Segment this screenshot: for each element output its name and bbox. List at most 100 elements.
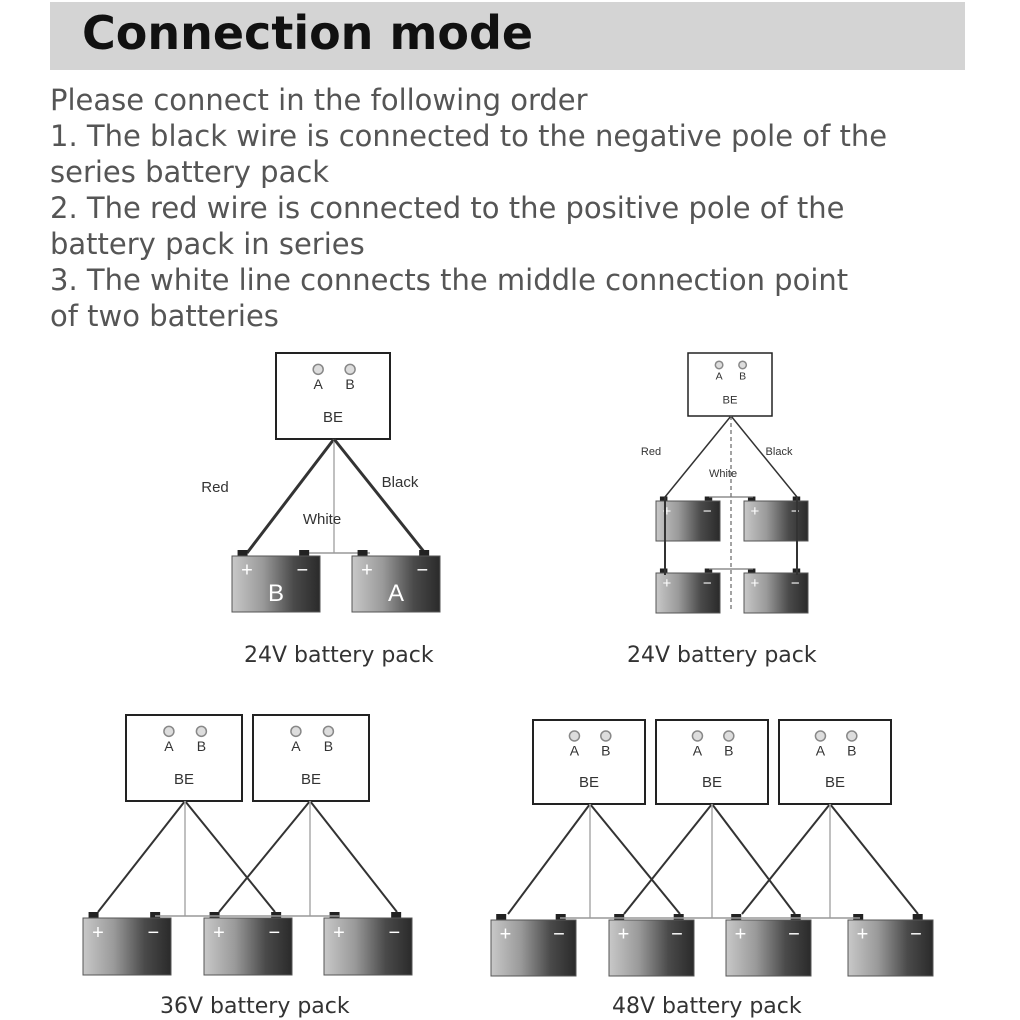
battery-plus-sign: + bbox=[750, 503, 759, 520]
battery-terminal-negative bbox=[790, 914, 801, 920]
terminal-led-b bbox=[723, 730, 735, 742]
battery-terminal-positive bbox=[209, 912, 220, 918]
wire-label-red: Red bbox=[201, 479, 229, 496]
black-wire bbox=[332, 438, 427, 554]
terminal-led-a bbox=[163, 725, 175, 738]
be-board bbox=[125, 714, 243, 802]
battery-minus-sign: − bbox=[703, 575, 712, 592]
battery-body bbox=[743, 572, 809, 614]
board-label: BE bbox=[702, 774, 722, 791]
battery-body bbox=[231, 555, 321, 613]
battery-terminal-positive bbox=[853, 914, 864, 920]
terminal-b-label: B bbox=[601, 742, 610, 758]
battery-terminal-negative bbox=[704, 568, 713, 573]
caption-24v-single: 24V battery pack bbox=[244, 643, 434, 668]
battery-minus-sign: − bbox=[148, 922, 160, 944]
terminal-b-label: B bbox=[847, 742, 856, 758]
battery-plus-sign: + bbox=[662, 575, 671, 592]
battery-terminal-positive bbox=[659, 496, 668, 501]
battery-terminal-negative bbox=[299, 550, 310, 556]
terminal-b-label: B bbox=[739, 370, 746, 382]
terminal-led-a bbox=[814, 730, 827, 742]
battery-terminal-negative bbox=[419, 550, 430, 556]
battery-terminal-positive bbox=[357, 550, 368, 556]
battery-plus-sign: + bbox=[735, 924, 747, 946]
battery-body bbox=[725, 919, 812, 977]
terminal-a-label: A bbox=[164, 738, 174, 754]
battery-plus-sign: + bbox=[213, 922, 225, 944]
battery-minus-sign: − bbox=[671, 924, 683, 946]
battery-terminal-negative bbox=[673, 914, 684, 920]
battery-terminal-negative bbox=[704, 496, 713, 501]
red-wire bbox=[664, 415, 732, 498]
battery-plus-sign: + bbox=[857, 924, 869, 946]
be-board bbox=[275, 352, 391, 440]
battery-body bbox=[323, 917, 413, 976]
battery-terminal-positive bbox=[496, 914, 507, 920]
battery-body bbox=[847, 919, 934, 977]
battery-body bbox=[203, 917, 293, 976]
be-board bbox=[778, 719, 892, 805]
battery-terminal-positive bbox=[237, 550, 248, 556]
be-board bbox=[687, 352, 773, 417]
terminal-led-a bbox=[691, 730, 704, 742]
battery-body bbox=[351, 555, 441, 613]
battery-body bbox=[608, 919, 695, 977]
instruction-line: 1. The black wire is connected to the ne… bbox=[50, 119, 888, 153]
board-label: BE bbox=[825, 774, 845, 791]
battery-body bbox=[490, 919, 577, 977]
red-wire bbox=[623, 803, 713, 915]
header-bar bbox=[50, 2, 965, 70]
terminal-a-label: A bbox=[314, 376, 324, 392]
be-board bbox=[655, 719, 769, 805]
wire-label-white: White bbox=[709, 468, 737, 480]
caption-48v: 48V battery pack bbox=[612, 994, 802, 1019]
wire-label-black: Black bbox=[766, 446, 793, 458]
terminal-led-b bbox=[322, 725, 335, 738]
terminal-led-b bbox=[344, 363, 356, 376]
instruction-line: 3. The white line connects the middle co… bbox=[50, 263, 849, 297]
battery-minus-sign: − bbox=[791, 575, 800, 592]
battery-plus-sign: + bbox=[750, 575, 759, 592]
battery-terminal-negative bbox=[391, 912, 402, 918]
battery-terminal-positive bbox=[659, 568, 668, 573]
wire-label-black: Black bbox=[382, 474, 419, 491]
battery-minus-sign: − bbox=[297, 560, 309, 582]
terminal-led-b bbox=[846, 730, 858, 742]
black-wire bbox=[589, 803, 681, 915]
terminal-led-b bbox=[195, 725, 208, 738]
wire-label-white: White bbox=[303, 511, 341, 528]
board-label: BE bbox=[174, 771, 194, 788]
battery-body bbox=[655, 500, 721, 542]
instruction-line: Please connect in the following order bbox=[50, 83, 588, 117]
battery-terminal-positive bbox=[747, 568, 756, 573]
instruction-line: of two batteries bbox=[50, 299, 279, 333]
terminal-led-b bbox=[600, 730, 612, 742]
instruction-line: 2. The red wire is connected to the posi… bbox=[50, 191, 845, 225]
battery-plus-sign: + bbox=[500, 924, 512, 946]
caption-36v: 36V battery pack bbox=[160, 994, 350, 1019]
red-wire bbox=[97, 800, 186, 913]
terminal-led-a bbox=[568, 730, 581, 742]
black-wire bbox=[829, 803, 919, 915]
terminal-b-label: B bbox=[724, 742, 733, 758]
battery-body bbox=[82, 917, 172, 976]
battery-terminal-negative bbox=[555, 914, 566, 920]
instruction-line: series battery pack bbox=[50, 155, 330, 189]
battery-terminal-positive bbox=[614, 914, 625, 920]
red-wire bbox=[741, 803, 831, 915]
terminal-a-label: A bbox=[693, 742, 703, 758]
terminal-b-label: B bbox=[324, 738, 333, 754]
terminal-a-label: A bbox=[291, 738, 301, 754]
battery-plus-sign: + bbox=[662, 503, 671, 520]
battery-minus-sign: − bbox=[269, 922, 281, 944]
board-label: BE bbox=[323, 409, 343, 426]
battery-minus-sign: − bbox=[791, 503, 800, 520]
battery-minus-sign: − bbox=[703, 503, 712, 520]
terminal-a-label: A bbox=[716, 370, 723, 382]
battery-terminal-positive bbox=[747, 496, 756, 501]
battery-terminal-positive bbox=[88, 912, 99, 918]
battery-body bbox=[655, 572, 721, 614]
black-wire bbox=[184, 800, 276, 913]
